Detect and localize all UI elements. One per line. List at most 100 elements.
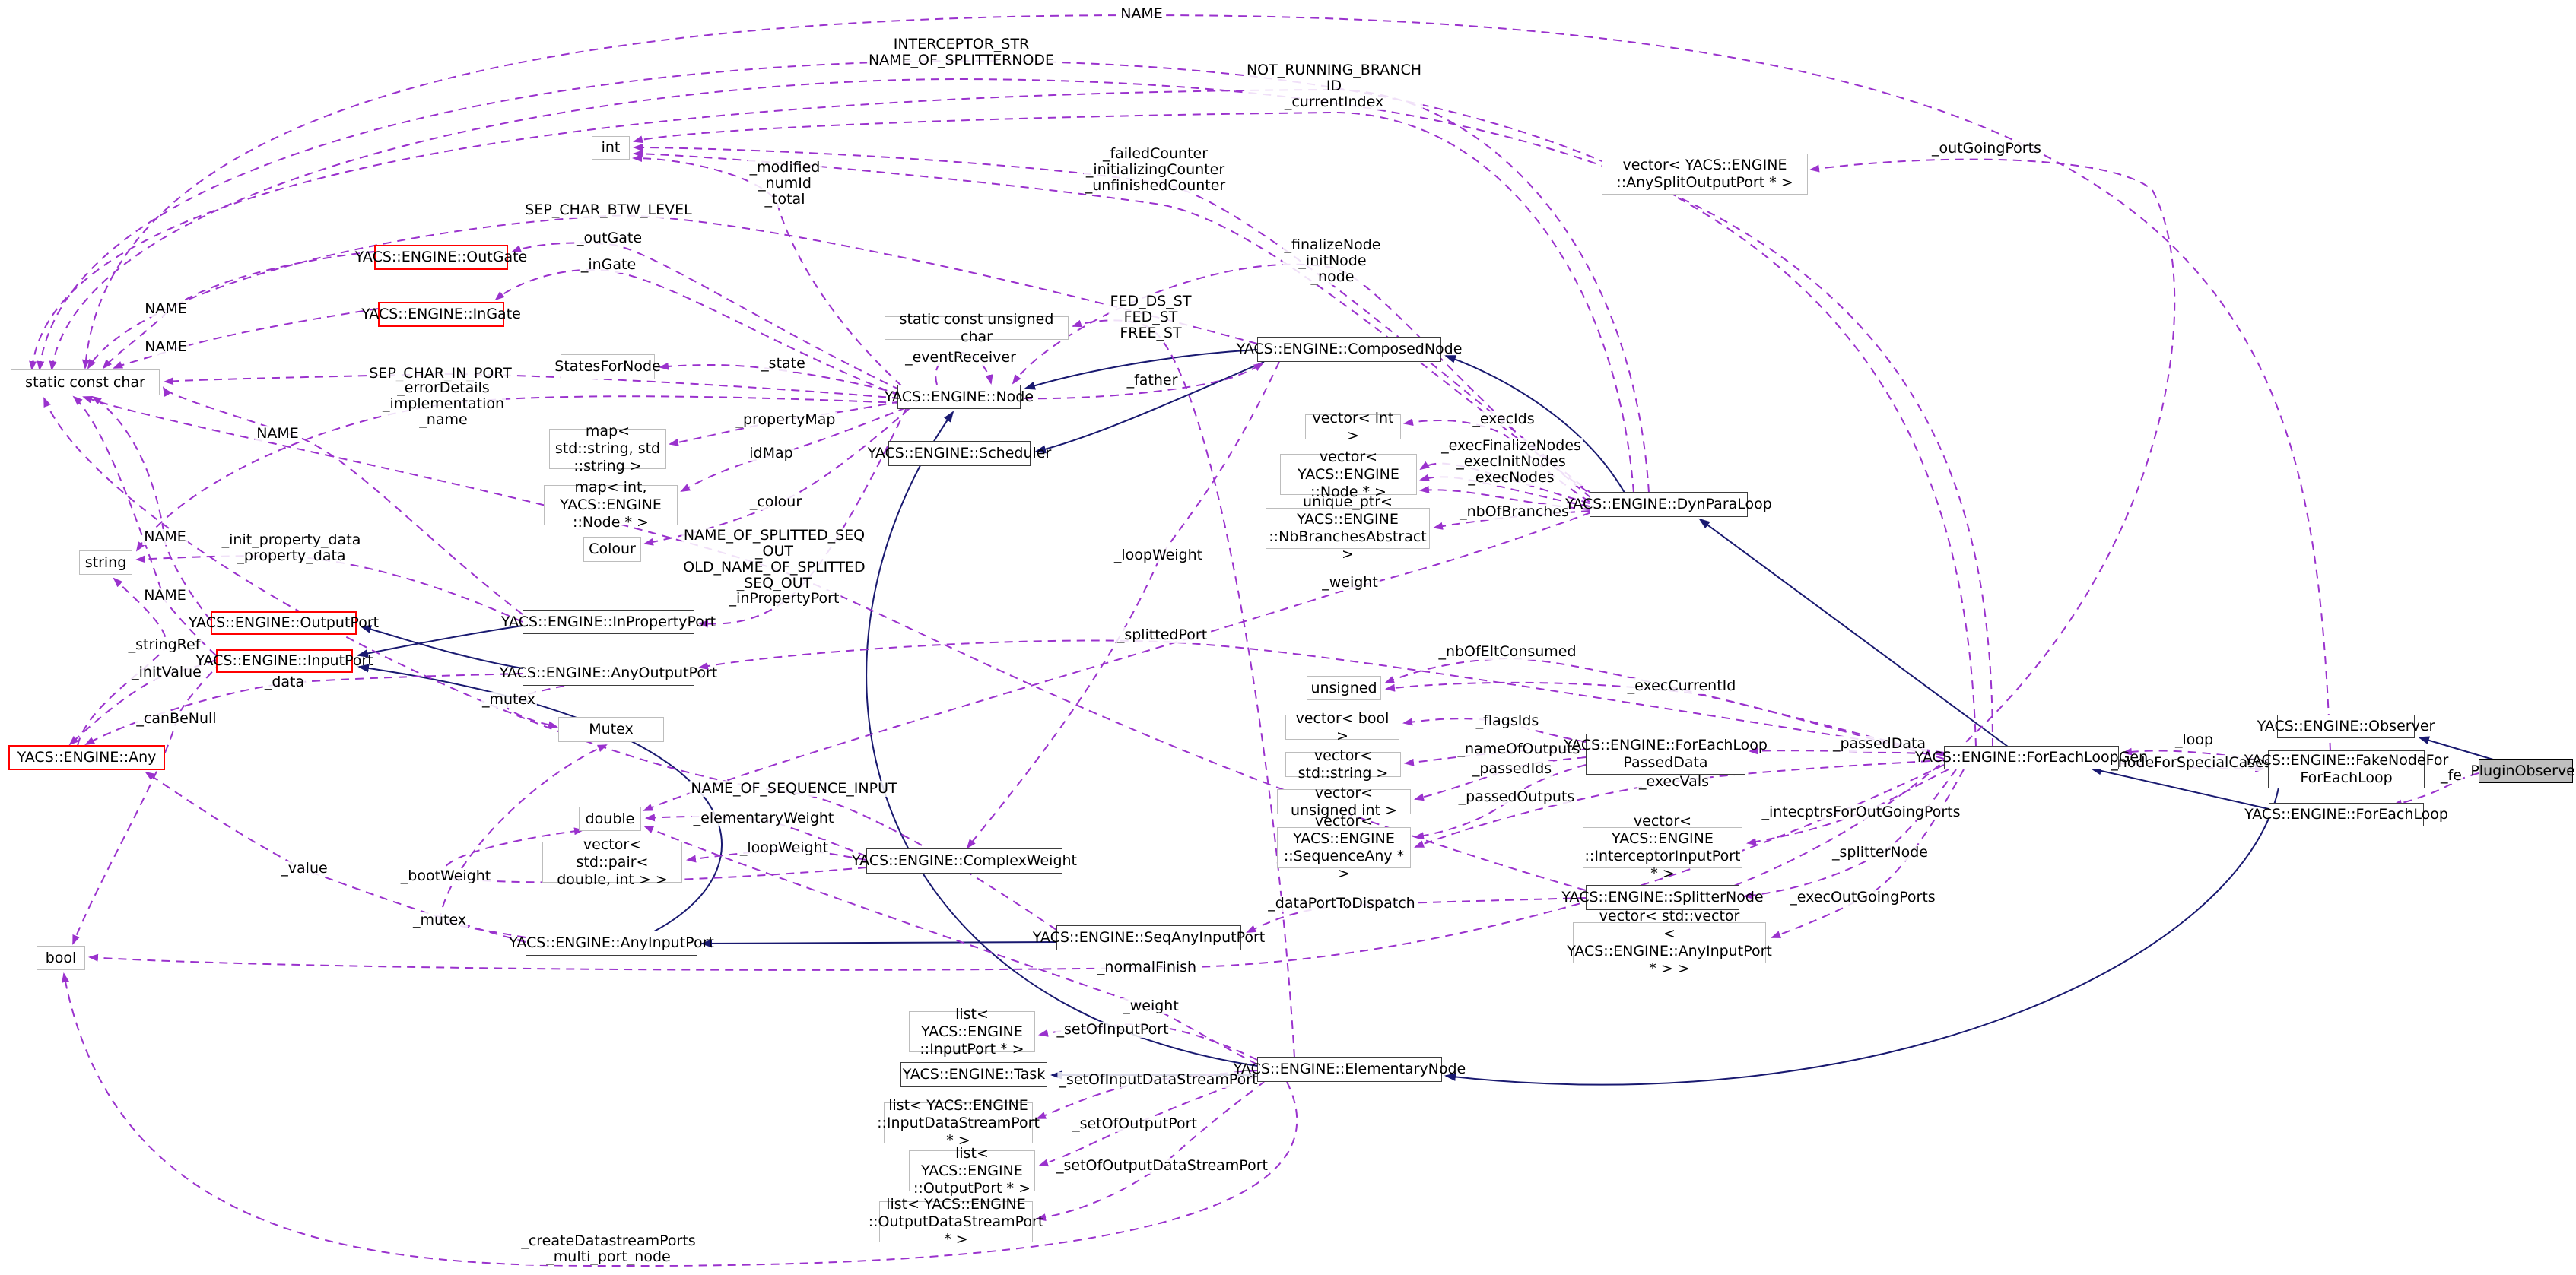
class-box-vector-interceptorinputport: vector< YACS::ENGINE ::InterceptorInputP…: [1583, 813, 1742, 882]
edge-label-propertymap: _propertyMap: [734, 411, 837, 428]
class-box-map-string-string: map< std::string, std ::string >: [549, 423, 666, 474]
edge-label-state: _state: [760, 355, 807, 372]
dependency-edge-56: [506, 685, 565, 729]
edge-label-weight-low: _weight: [1121, 997, 1180, 1014]
class-box-inpropertyport[interactable]: YACS::ENGINE::InPropertyPort: [501, 610, 716, 634]
edge-label-splitternode-l: _splitterNode: [1830, 844, 1930, 861]
edge-label-execcurrentid: _execCurrentId: [1625, 677, 1738, 694]
class-box-observer[interactable]: YACS::ENGINE::Observer: [2257, 715, 2435, 738]
class-box-outgate[interactable]: YACS::ENGINE::OutGate: [355, 245, 527, 270]
dependency-edge-13: [81, 14, 2331, 752]
dependency-edge-58: [1402, 718, 1587, 743]
edge-label-ingate-l: _inGate: [579, 256, 638, 273]
dependency-edge-71: [1743, 769, 1957, 899]
dependency-edge-26: [1072, 319, 1295, 1058]
edge-label-flagsids: _flagsIds: [1474, 712, 1541, 729]
edge-label-init-property-data: _init_property_data _property_data: [220, 531, 363, 564]
class-box-unsigned: unsigned: [1307, 676, 1381, 700]
inheritance-edge-10: [357, 664, 723, 932]
class-box-vector-int: vector< int >: [1305, 410, 1401, 444]
class-box-fakenodeforforeachloop[interactable]: YACS::ENGINE::FakeNodeFor ForEachLoop: [2244, 750, 2448, 788]
class-box-ingate[interactable]: YACS::ENGINE::InGate: [361, 302, 521, 327]
dependency-edge-78: [643, 826, 1258, 1065]
dependency-edge-32: [164, 373, 901, 399]
class-box-foreachloopgen[interactable]: YACS::ENGINE::ForEachLoopGen: [1915, 746, 2148, 769]
dependency-edge-44: [966, 361, 1280, 849]
dependency-edge-27: [102, 251, 375, 369]
class-box-vector-bool: vector< bool >: [1285, 710, 1399, 744]
dependency-edge-38: [1403, 418, 1590, 503]
edge-label-nbofbranches: _nbOfBranches: [1458, 503, 1571, 520]
edge-label-errordetails: _errorDetails _implementation _name: [380, 379, 507, 428]
edge-label-value-l: _value: [279, 860, 329, 877]
edge-label-name-e: NAME: [142, 587, 188, 604]
class-box-foreachlooppasseddata[interactable]: YACS::ENGINE::ForEachLoop PassedData: [1564, 734, 1768, 775]
dependency-edge-67: [43, 397, 1057, 931]
class-box-seqanyinputport[interactable]: YACS::ENGINE::SeqAnyInputPort: [1033, 925, 1265, 950]
dependency-edge-70: [686, 848, 867, 863]
dependency-edge-49: [72, 395, 217, 656]
class-box-dynparaloop[interactable]: YACS::ENGINE::DynParaLoop: [1565, 492, 1772, 517]
edge-label-execfinalizenodes: _execFinalizeNodes _execInitNodes _execN…: [1440, 437, 1583, 486]
class-box-anyinputport[interactable]: YACS::ENGINE::AnyInputPort: [509, 931, 714, 956]
edge-label-inpropertyport-l: _inPropertyPort: [727, 590, 841, 607]
class-box-vector-unsigned-int: vector< unsigned int >: [1277, 785, 1411, 819]
class-box-inputport[interactable]: YACS::ENGINE::InputPort: [195, 649, 373, 673]
edge-label-canbenull: _canBeNull: [135, 710, 218, 727]
class-box-node[interactable]: YACS::ENGINE::Node: [885, 385, 1034, 409]
edge-label-sep-char-btw-level: SEP_CHAR_BTW_LEVEL: [523, 201, 694, 218]
class-box-complexweight[interactable]: YACS::ENGINE::ComplexWeight: [852, 848, 1077, 874]
dependency-edge-30: [1023, 362, 1264, 400]
class-box-colour: Colour: [583, 537, 641, 562]
dependency-edge-15: [49, 78, 1993, 747]
edge-label-fe-l: _fe: [2439, 767, 2463, 784]
class-box-vector-anysplitoutputport: vector< YACS::ENGINE ::AnySplitOutputPor…: [1602, 154, 1808, 195]
dependency-edge-48: [91, 395, 211, 621]
edge-label-execids: _execIds: [1471, 411, 1536, 427]
class-box-scheduler[interactable]: YACS::ENGINE::Scheduler: [868, 441, 1051, 466]
edge-label-loop-l: _loop: [2173, 731, 2215, 748]
dependency-edge-80: [1036, 1070, 1258, 1119]
edge-label-name-c: NAME: [255, 425, 300, 442]
dependency-edge-37: [643, 408, 910, 546]
class-box-any[interactable]: YACS::ENGINE::Any: [8, 745, 165, 770]
class-box-splitternode[interactable]: YACS::ENGINE::SplitterNode: [1561, 885, 1764, 910]
class-box-elementarynode[interactable]: YACS::ENGINE::ElementaryNode: [1234, 1057, 1466, 1082]
edge-label-nameofoutputs: _nameOfOutputs: [1456, 741, 1582, 757]
class-box-anyoutputport[interactable]: YACS::ENGINE::AnyOutputPort: [500, 661, 717, 686]
edge-label-sep-char-in-port: SEP_CHAR_IN_PORT: [367, 365, 513, 382]
class-box-string: string: [79, 550, 132, 575]
edge-label-name-d: NAME: [142, 528, 188, 545]
dependency-edge-23: [511, 242, 901, 391]
dependency-edge-18: [1733, 158, 2176, 886]
class-box-foreachloop[interactable]: YACS::ENGINE::ForEachLoop: [2244, 803, 2448, 826]
dependency-edge-83: [62, 972, 1298, 1267]
edge-label-loopweight-low: _loopWeight: [738, 839, 831, 856]
edge-label-nodeforspecialcases: _nodeForSpecialCases: [2109, 754, 2273, 771]
edge-label-intecptrs: _intecptrsForOutGoingPorts: [1760, 804, 1962, 820]
class-box-list-inputdatastreamport: list< YACS::ENGINE ::InputDataStreamPort…: [877, 1096, 1040, 1149]
edge-label-elementaryweight: _elementaryWeight: [691, 810, 836, 826]
dependency-edge-75: [438, 744, 608, 938]
class-box-composednode[interactable]: YACS::ENGINE::ComposedNode: [1237, 337, 1462, 362]
dependency-edge-31: [659, 362, 901, 395]
dependency-edge-24: [494, 268, 901, 397]
edge-label-setofinputdatastreamport: _setOfInputDataStreamPort: [1057, 1071, 1259, 1088]
class-box-static-const-unsigned-char: static const unsigned char: [885, 311, 1069, 345]
edge-label-execoutgoingports: _execOutGoingPorts: [1788, 889, 1937, 906]
edge-label-execvals: _execVals: [1637, 773, 1710, 790]
edge-label-outgoingports: _outGoingPorts: [1930, 140, 2043, 157]
edge-label-idmap: idMap: [748, 445, 795, 461]
edge-label-setofoutputdatastreamport: _setOfOutputDataStreamPort: [1055, 1157, 1269, 1174]
class-box-outputport[interactable]: YACS::ENGINE::OutputPort: [189, 611, 379, 635]
edge-label-setofinputport: _setOfInputPort: [1055, 1021, 1170, 1038]
edge-label-splittedport: _splittedPort: [1115, 626, 1209, 643]
class-box-map-int-node: map< int, YACS::ENGINE ::Node * >: [544, 479, 678, 531]
class-box-task[interactable]: YACS::ENGINE::Task: [900, 1062, 1047, 1087]
inheritance-edge-4: [1444, 355, 1625, 493]
dependency-edge-41: [1419, 485, 1590, 510]
inheritance-edge-0: [1024, 349, 1258, 390]
class-box-double: double: [579, 807, 641, 831]
inheritance-edge-11: [357, 625, 523, 658]
edge-label-mutex-low: _mutex: [411, 912, 469, 928]
